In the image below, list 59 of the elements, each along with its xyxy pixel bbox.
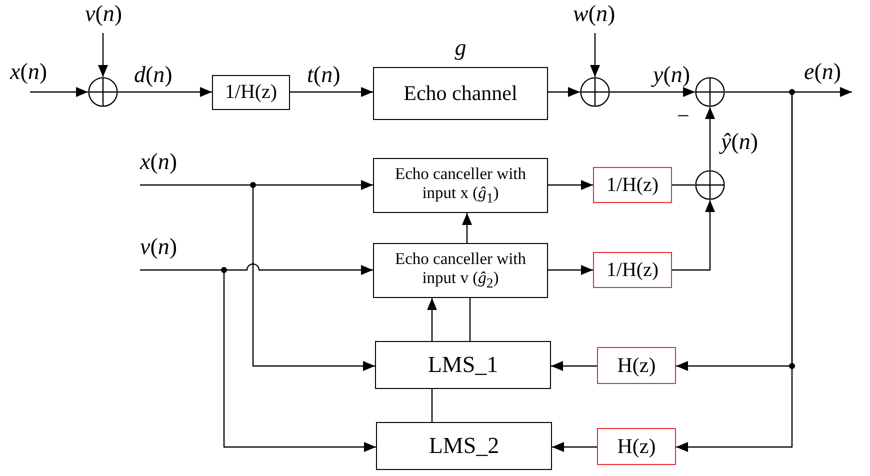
arrow [30, 87, 88, 97]
block-label: H(z) [617, 434, 656, 459]
process-box [373, 243, 548, 298]
filter-box [593, 167, 672, 203]
arrow [725, 87, 852, 97]
block-label: 1/H(z) [606, 174, 659, 196]
arrow [118, 87, 212, 97]
arrow [610, 87, 695, 97]
filter-box [593, 252, 672, 288]
signal-label: y(n) [652, 63, 692, 86]
arrow [705, 107, 715, 170]
block-label: Echo channel [404, 81, 518, 106]
arrow [548, 180, 593, 190]
arrow [462, 213, 472, 243]
signal-label: e(n) [790, 60, 852, 92]
summing-junction [580, 77, 610, 107]
arrow [548, 265, 593, 275]
signal-label: x(n) [10, 60, 60, 92]
arrow [672, 200, 715, 271]
signal-label: t(n) [306, 63, 342, 86]
filter-box [597, 428, 676, 465]
arrow [676, 92, 793, 452]
arrow [590, 33, 600, 77]
arrow [551, 361, 597, 371]
arrow [223, 270, 376, 452]
arrow [252, 185, 375, 371]
block-label: LMS_2 [428, 432, 500, 460]
summing-junction [695, 77, 725, 107]
signal-label: w(n) [573, 2, 619, 33]
arrow [427, 298, 437, 341]
arrow [290, 87, 373, 97]
arrow [98, 33, 108, 77]
block-label: 1/H(z) [606, 258, 659, 282]
block-label: H(z) [617, 353, 656, 378]
signal-label: ŷ(n) [720, 130, 760, 153]
filter-box [597, 347, 676, 384]
arrow [548, 87, 580, 97]
block-label: 1/H(z) [224, 81, 278, 104]
summing-junction [88, 77, 118, 107]
signal-label: d(n) [133, 63, 174, 86]
signal-label: x(n) [138, 150, 253, 185]
block-label: Echo canceller with input v (ĝ$_{2}$) [394, 250, 528, 292]
block-label: LMS_1 [428, 352, 498, 378]
arrow [552, 442, 597, 452]
process-box [373, 158, 548, 213]
signal-label: v(n) [138, 235, 224, 270]
sign-label: − [677, 105, 690, 127]
signal-label: v(n) [85, 2, 129, 33]
process-box [376, 422, 552, 470]
process-box [212, 75, 290, 110]
block-label: Echo canceller with input x (ĝ$_{1}$) [394, 164, 528, 206]
arrow [140, 180, 373, 190]
connector-line [469, 298, 471, 341]
block-caption: g [454, 36, 468, 59]
summing-junction [695, 170, 725, 200]
process-box [375, 341, 551, 389]
connector-line [431, 389, 433, 422]
arrow [140, 263, 373, 275]
connector-line [672, 184, 695, 186]
